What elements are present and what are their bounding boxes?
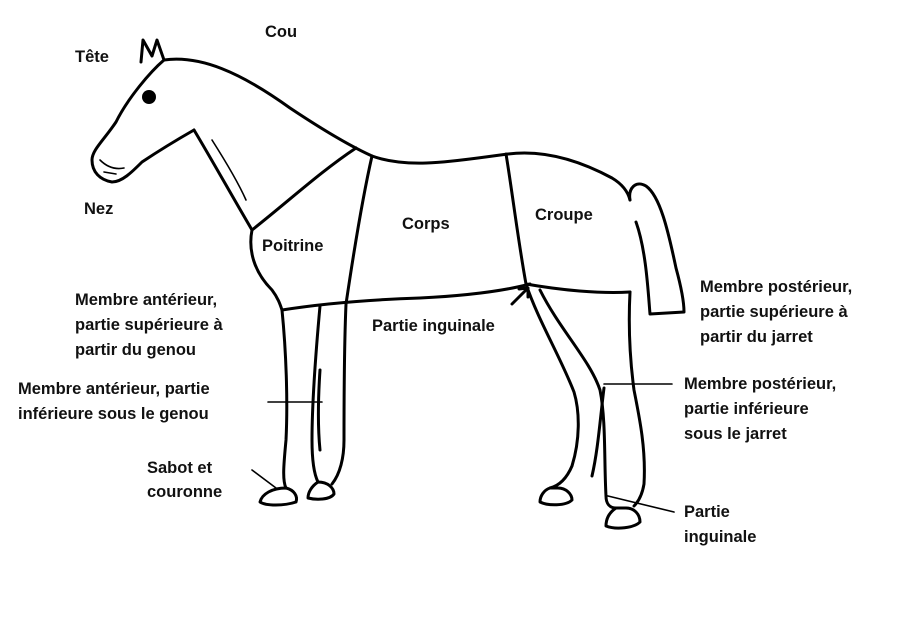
hindleg-far [526, 284, 578, 488]
hindleg-upper-line-1: Membre postérieur, [700, 275, 852, 300]
hindleg-upper-line-2: partie supérieure à [700, 300, 852, 325]
label-inguinal-top: Partie inguinale [372, 316, 495, 337]
divider-body-croup [506, 154, 526, 284]
hindleg-lower-line-2: partie inférieure [684, 397, 836, 422]
foreleg-lower-line-2: inférieure sous le genou [18, 402, 210, 427]
foreleg-upper-line-3: partir du genou [75, 338, 223, 363]
label-body: Corps [402, 214, 450, 235]
hindleg-lower-line-1: Membre postérieur, [684, 372, 836, 397]
foreleg-upper-line-1: Membre antérieur, [75, 288, 223, 313]
label-hoof: Sabot et couronne [147, 456, 222, 504]
label-nose: Nez [84, 199, 113, 220]
label-chest: Poitrine [262, 236, 323, 257]
horse-tail [630, 184, 684, 314]
label-hindleg-lower: Membre postérieur, partie inférieure sou… [684, 372, 836, 447]
inguinal-bottom-line-1: Partie [684, 500, 756, 525]
horse-eye [142, 90, 156, 104]
label-hindleg-upper: Membre postérieur, partie supérieure à p… [700, 275, 852, 350]
horse-back [372, 153, 630, 200]
inguinal-arrow [512, 288, 528, 304]
label-foreleg-upper: Membre antérieur, partie supérieure à pa… [75, 288, 223, 363]
foreleg-lower-line-1: Membre antérieur, partie [18, 377, 210, 402]
foreleg-upper-line-2: partie supérieure à [75, 313, 223, 338]
horse-throat [194, 130, 252, 230]
hindleg-near-front [540, 290, 616, 508]
fore-hoof-left [260, 488, 297, 505]
hoof-line-1: Sabot et [147, 456, 222, 480]
hindleg-lower-line-3: sous le jarret [684, 422, 836, 447]
divider-chest-body [346, 156, 372, 304]
fore-hoof-right [308, 482, 334, 499]
horse-mouth [100, 160, 124, 174]
hoof-line-2: couronne [147, 480, 222, 504]
hindleg-far-back [592, 388, 604, 476]
label-head: Tête [75, 47, 109, 68]
inguinal-bottom-line-2: inguinale [684, 525, 756, 550]
divider-neck-chest [252, 148, 356, 230]
foreleg-near [319, 304, 347, 484]
hind-hoof-left [540, 488, 572, 505]
hindleg-upper-line-3: partir du jarret [700, 325, 852, 350]
label-inguinal-bottom: Partie inguinale [684, 500, 756, 550]
label-foreleg-lower: Membre antérieur, partie inférieure sous… [18, 377, 210, 427]
foreleg-far [282, 306, 320, 488]
hind-hoof-right [606, 508, 640, 528]
label-neck: Cou [265, 22, 297, 43]
label-croup: Croupe [535, 205, 593, 226]
leader-hoof [252, 470, 276, 488]
hindleg-near-back [629, 292, 644, 506]
horse-neck-top [164, 59, 372, 156]
